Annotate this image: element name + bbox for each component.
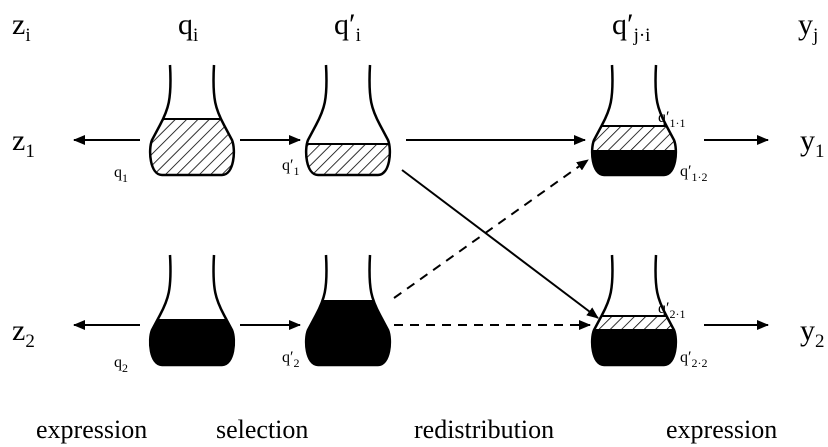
flask-q2-fill — [150, 319, 234, 365]
header-q-prime-ji-label: q′j·i — [612, 8, 650, 46]
q-prime-21-label: q′2·1 — [658, 300, 686, 321]
q-prime-11-label: q′1·1 — [658, 109, 686, 130]
flask-q1 — [148, 64, 236, 177]
flask-mix-2-hatch — [592, 316, 676, 329]
flask-mix-1-hatch — [592, 126, 676, 150]
flask-q-prime-2 — [304, 254, 392, 367]
q1-label: q1 — [114, 164, 128, 185]
y1-label: y1 — [800, 124, 825, 162]
z1-label: z1 — [12, 124, 35, 162]
caption-expression-left: expression — [36, 415, 147, 444]
q-prime-2-label: q′2 — [282, 349, 300, 370]
flask-mix-1 — [590, 64, 678, 177]
q-prime-12-label: q′1·2 — [680, 163, 708, 184]
y2-label: y2 — [800, 314, 825, 352]
header-q-label: qi — [178, 8, 198, 46]
flask-mix-2 — [590, 254, 678, 367]
z2-label: z2 — [12, 314, 35, 352]
flask-mix-2-solid — [592, 329, 676, 365]
flask-mix-1-solid — [592, 150, 676, 175]
q-prime-1-label: q′1 — [282, 157, 300, 178]
header-q-prime-label: q′i — [334, 8, 361, 46]
caption-redistribution: redistribution — [414, 415, 554, 444]
q-prime-22-label: q′2·2 — [680, 349, 708, 370]
flask-q2 — [148, 254, 236, 367]
header-y-label: yj — [798, 8, 818, 46]
flask-q-prime-1 — [304, 64, 392, 177]
flask-q1-fill — [150, 118, 234, 175]
arrow-redistribute-1-2 — [401, 169, 599, 319]
flask-q-prime-1-fill — [306, 144, 390, 175]
q2-label: q2 — [114, 354, 128, 375]
header-z-label: zi — [12, 8, 31, 46]
flask-q-prime-2-fill — [306, 300, 390, 365]
arrow-redistribute-2-1 — [393, 159, 589, 299]
caption-expression-right: expression — [666, 415, 777, 444]
caption-selection: selection — [216, 415, 308, 444]
